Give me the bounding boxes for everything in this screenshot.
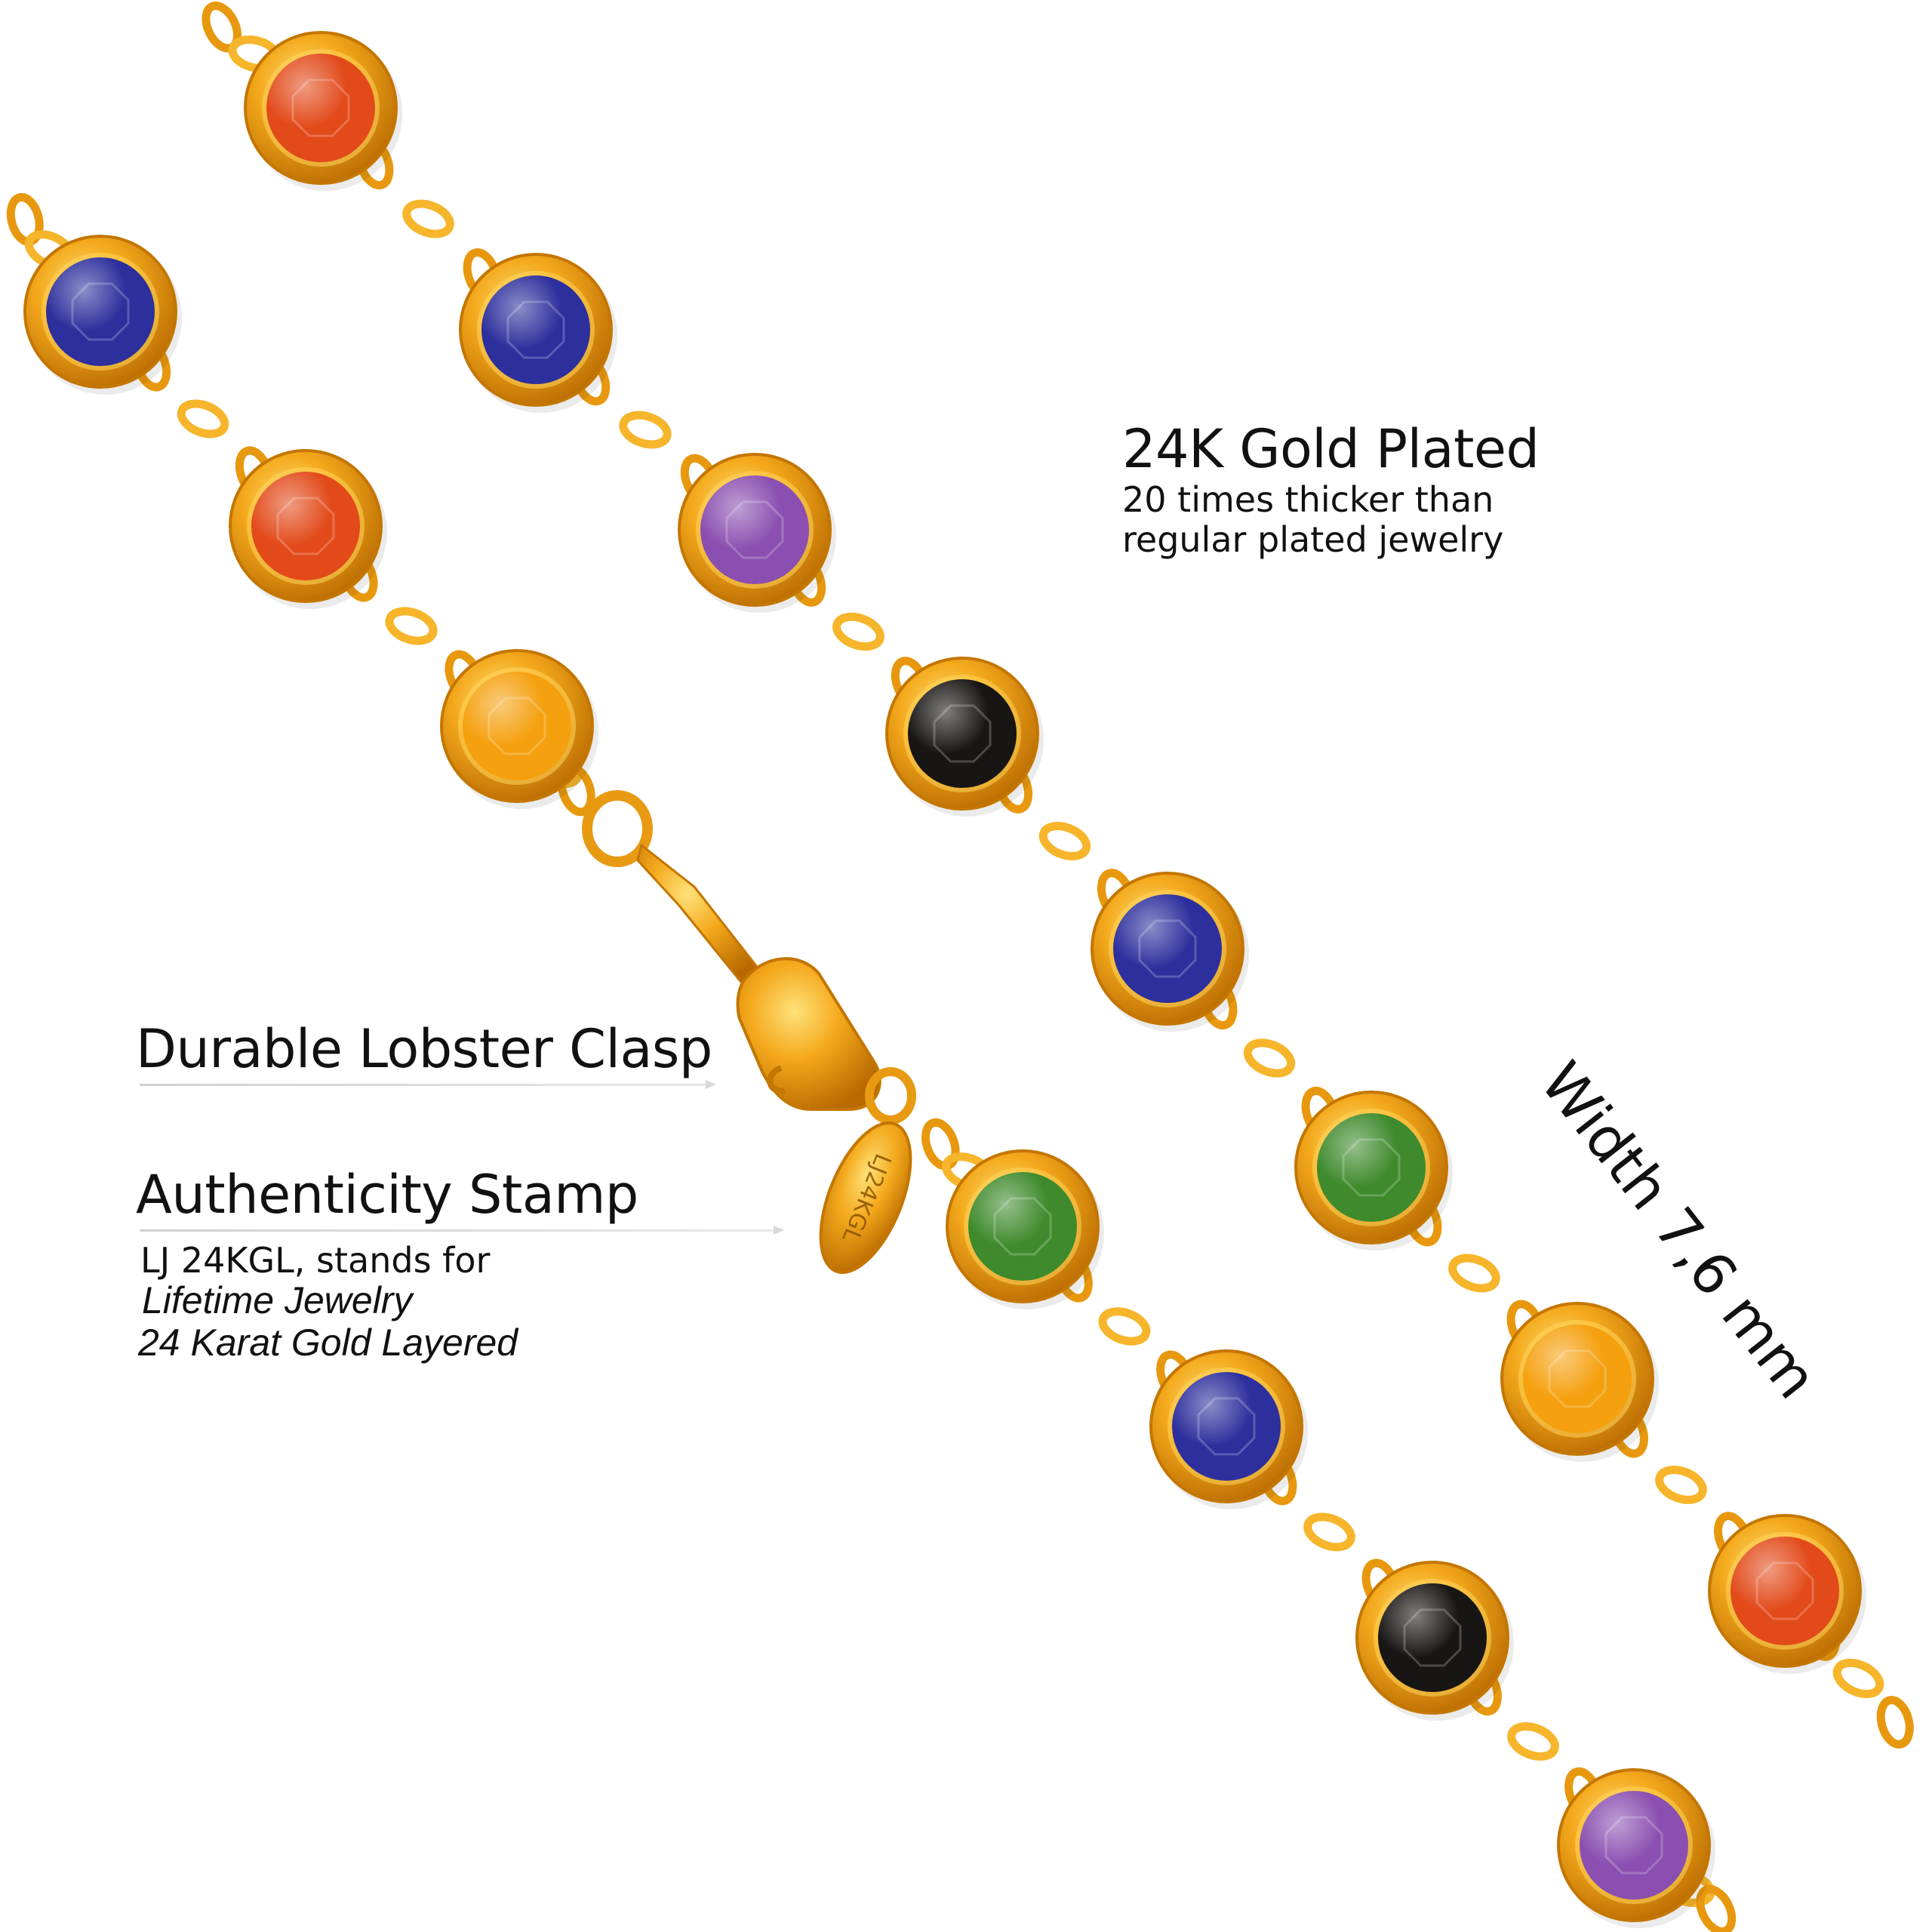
gemstone-orange [440,649,598,809]
chain-link [402,199,454,238]
chain-link [1243,1038,1296,1078]
clasp-end-ring [865,1067,916,1124]
chain-link [1507,1722,1559,1761]
stamp-line-2: Lifetime Jewelry [142,1279,413,1321]
chain-link [385,607,438,645]
chain-link [1655,1466,1707,1504]
chain-link [921,1118,960,1171]
gemstone-green [1294,1091,1453,1251]
gemstone-blue [459,253,617,413]
stamp-pointer-arrow-icon [774,1226,784,1235]
gemstone-red [244,31,402,191]
lobster-clasp [582,790,916,1124]
clasp-pointer-line [140,1084,706,1086]
chain-links [6,2,1914,1932]
gold-plated-title: 24K Gold Plated [1122,418,1540,480]
clasp-pointer-arrow-icon [706,1080,716,1089]
chain-link [832,612,884,651]
clasp-hook [767,1065,786,1094]
gemstone-purple [1557,1768,1715,1928]
chain-link [1038,821,1091,861]
chain-link [619,411,672,449]
clasp-title: Durable Lobster Clasp [136,1018,712,1080]
gemstone-green [946,1149,1104,1309]
gemstone-black [885,657,1044,817]
authenticity-tag: LJ24KGL [819,1121,912,1275]
chain-link [1303,1512,1355,1552]
gemstone-black [1355,1561,1514,1721]
chain-link [177,399,229,438]
gold-plated-description: 20 times thicker than regular plated jew… [1122,479,1504,561]
stamp-line-1: LJ 24KGL, stands for [140,1240,491,1281]
chain-link [1876,1696,1914,1749]
gemstone-blue [1091,872,1249,1032]
gemstone-purple [678,453,836,613]
clasp-body [736,957,881,1111]
chain-link [1832,1658,1884,1699]
stamp-line-3: 24 Karat Gold Layered [138,1321,518,1364]
clasp-connector [636,843,764,986]
gold-plated-line-2: regular plated jewelry [1122,519,1504,561]
gold-plated-line-1: 20 times thicker than [1122,479,1494,520]
chain-link [1448,1254,1500,1293]
chain-link [1696,1884,1737,1932]
gemstone-orange [1500,1302,1659,1462]
gemstone-red [1708,1514,1866,1674]
gemstone-red [229,449,387,609]
gemstones [23,31,1866,1928]
gemstone-blue [1149,1349,1308,1509]
gemstone-blue [23,235,182,395]
chain-link [1098,1307,1151,1346]
clasp-jump-ring [582,790,653,867]
stamp-title: Authenticity Stamp [136,1164,638,1226]
stamp-pointer-line [140,1229,774,1232]
